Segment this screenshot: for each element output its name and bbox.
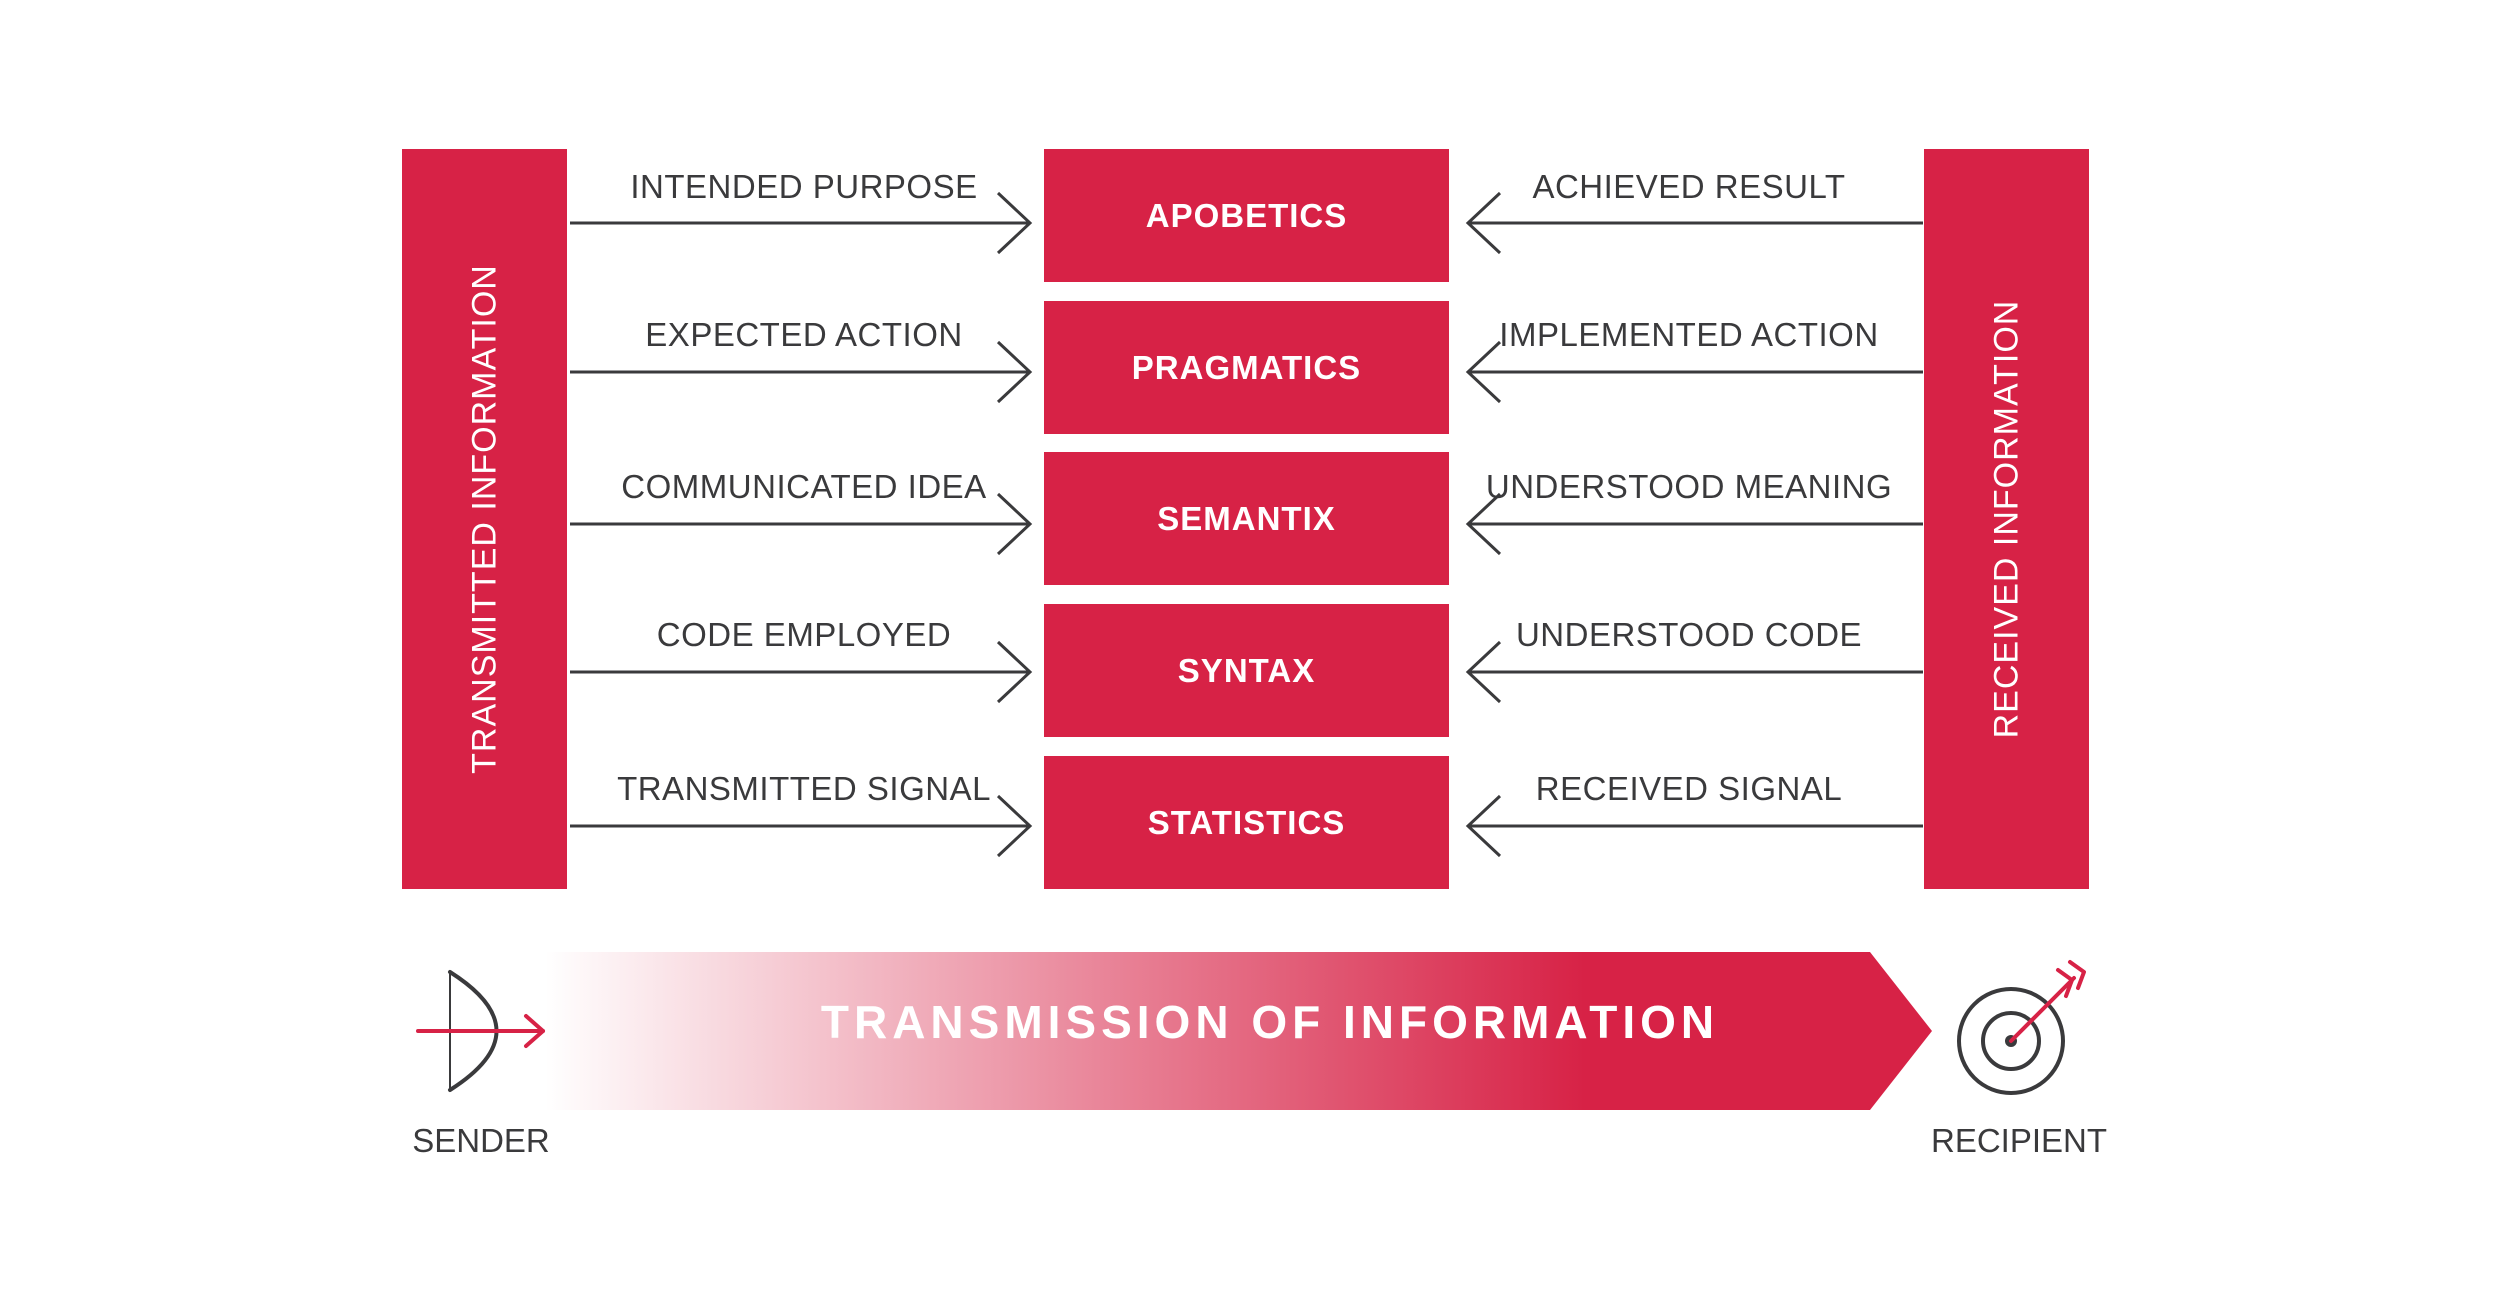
recipient-label-understood-code: UNDERSTOOD CODE	[1515, 616, 1863, 653]
arrow-understood-meaning	[1465, 492, 1923, 556]
sender-label-transmitted-signal: TRANSMITTED SIGNAL	[617, 770, 991, 807]
arrow-understood-code	[1465, 640, 1923, 704]
arrow-transmitted-signal	[570, 794, 1033, 858]
arrow-expected-action	[570, 340, 1033, 404]
recipient-label: RECIPIENT	[1930, 1122, 2108, 1159]
layer-box-semantix: SEMANTIX	[1044, 452, 1449, 585]
arrow-received-signal	[1465, 794, 1923, 858]
recipient-label-implemented-action: IMPLEMENTED ACTION	[1499, 316, 1879, 353]
bow-and-arrow-icon	[416, 970, 545, 1092]
transmission-banner-title: TRANSMISSION OF INFORMATION	[820, 996, 1720, 1048]
sender-label: SENDER	[412, 1122, 550, 1159]
layer-box-syntax: SYNTAX	[1044, 604, 1449, 737]
sender-label-code-employed: CODE EMPLOYED	[656, 616, 952, 653]
arrow-code-employed	[570, 640, 1033, 704]
recipient-label-understood-meaning: UNDERSTOOD MEANING	[1485, 468, 1893, 505]
sender-label-expected-action: EXPECTED ACTION	[645, 316, 963, 353]
recipient-label-achieved-result: ACHIEVED RESULT	[1532, 168, 1846, 205]
arrow-achieved-result	[1465, 191, 1923, 255]
layer-box-apobetics: APOBETICS	[1044, 149, 1449, 282]
sender-label-intended-purpose: INTENDED PURPOSE	[630, 168, 978, 205]
layer-box-pragmatics: PRAGMATICS	[1044, 301, 1449, 434]
received-information-bar: RECEIVED INFORMATION	[1924, 149, 2089, 889]
target-with-arrow-icon	[1957, 960, 2086, 1095]
transmission-banner-arrow	[545, 952, 1932, 1110]
arrow-implemented-action	[1465, 340, 1923, 404]
sender-label-communicated-idea: COMMUNICATED IDEA	[621, 468, 987, 505]
layer-box-statistics: STATISTICS	[1044, 756, 1449, 889]
arrow-communicated-idea	[570, 492, 1033, 556]
recipient-label-received-signal: RECEIVED SIGNAL	[1535, 770, 1843, 807]
transmitted-information-bar: TRANSMITTED INFORMATION	[402, 149, 567, 889]
arrow-intended-purpose	[570, 191, 1033, 255]
